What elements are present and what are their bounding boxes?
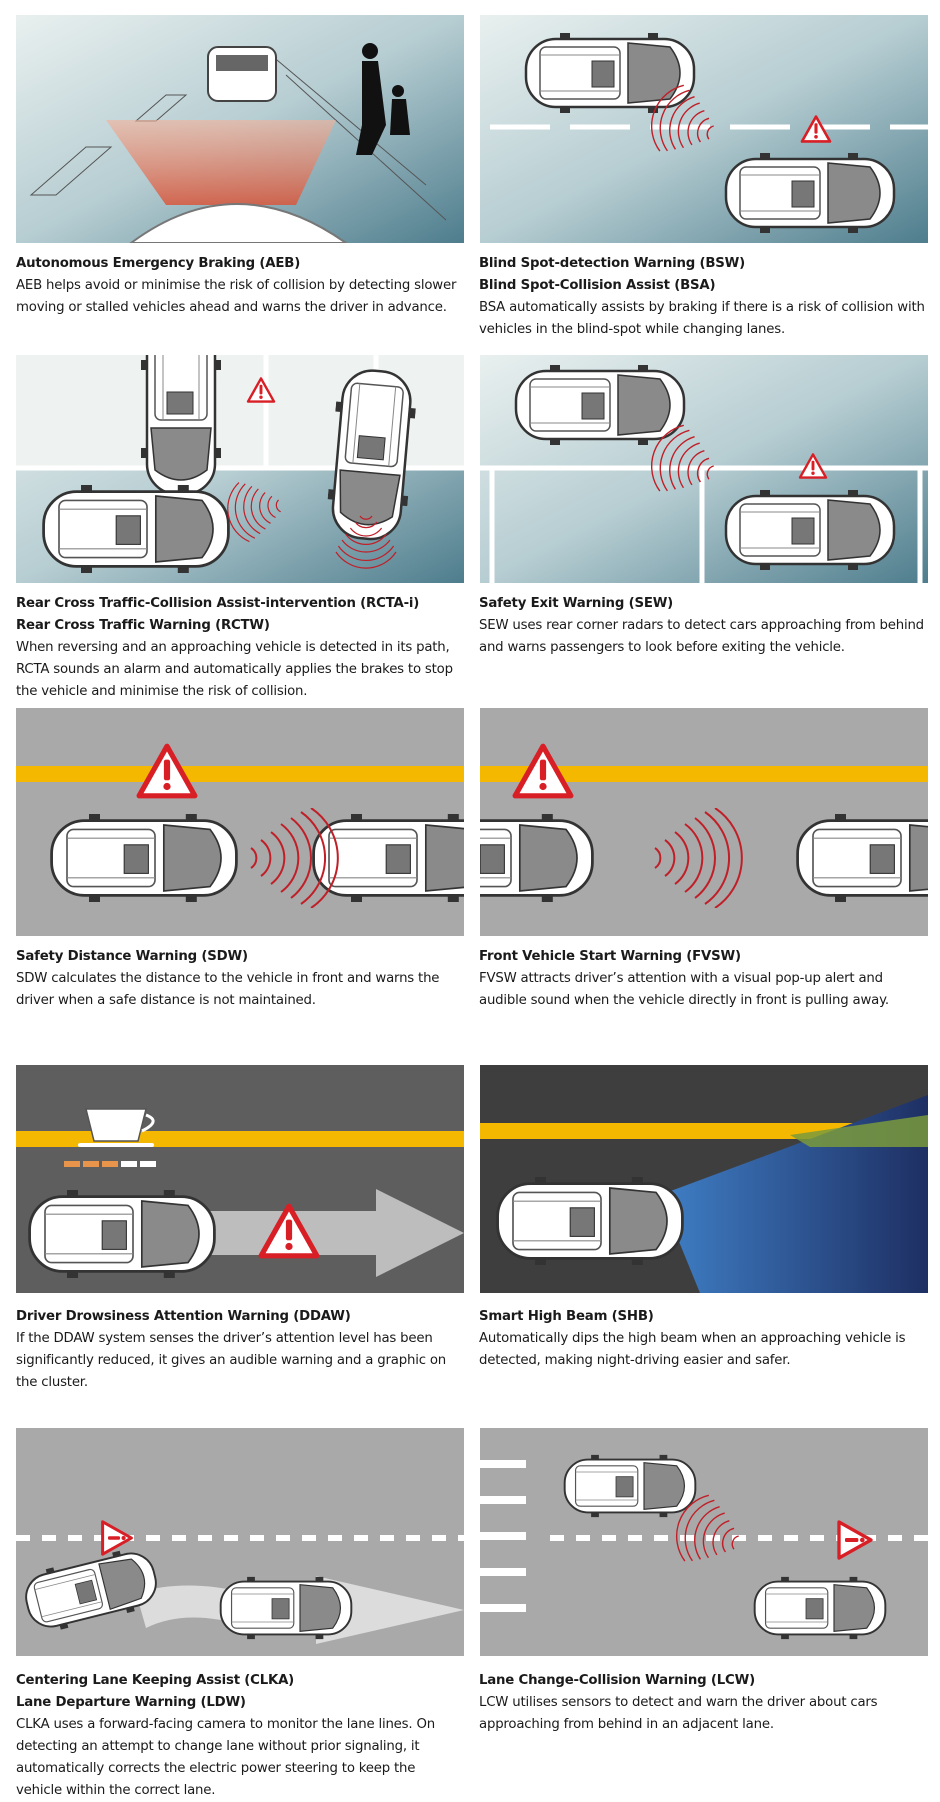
rcta-description: When reversing and an approaching vehicl… bbox=[16, 640, 453, 699]
clka-title: Centering Lane Keeping Assist (CLKA) bbox=[16, 1673, 295, 1688]
aeb-illustration bbox=[16, 15, 464, 243]
lcw-illustration bbox=[480, 1428, 928, 1656]
ddaw-title: Driver Drowsiness Attention Warning (DDA… bbox=[16, 1309, 351, 1324]
shb-caption: Smart High Beam (SHB) Automatically dips… bbox=[479, 1306, 927, 1372]
bsw-title: Blind Spot-detection Warning (BSW) bbox=[479, 256, 746, 271]
shb-illustration bbox=[480, 1065, 928, 1293]
fvsw-description: FVSW attracts driver’s attention with a … bbox=[479, 971, 889, 1008]
bsa-title: Blind Spot-Collision Assist (BSA) bbox=[479, 278, 716, 293]
lcw-title: Lane Change-Collision Warning (LCW) bbox=[479, 1673, 755, 1688]
ldw-title: Lane Departure Warning (LDW) bbox=[16, 1695, 246, 1710]
sew-title: Safety Exit Warning (SEW) bbox=[479, 596, 674, 611]
rcta-caption: Rear Cross Traffic-Collision Assist-inte… bbox=[16, 593, 464, 703]
aeb-caption: Autonomous Emergency Braking (AEB) AEB h… bbox=[16, 253, 464, 319]
ddaw-description: If the DDAW system senses the driver’s a… bbox=[16, 1331, 446, 1390]
fvsw-caption: Front Vehicle Start Warning (FVSW) FVSW … bbox=[479, 946, 927, 1012]
shb-description: Automatically dips the high beam when an… bbox=[479, 1331, 906, 1368]
ddaw-illustration bbox=[16, 1065, 464, 1293]
sew-caption: Safety Exit Warning (SEW) SEW uses rear … bbox=[479, 593, 927, 659]
rcta-title: Rear Cross Traffic-Collision Assist-inte… bbox=[16, 596, 420, 611]
clka-description: CLKA uses a forward-facing camera to mon… bbox=[16, 1717, 435, 1798]
bsw-illustration bbox=[480, 15, 928, 243]
aeb-title: Autonomous Emergency Braking (AEB) bbox=[16, 256, 301, 271]
sdw-illustration bbox=[16, 708, 464, 936]
clka-caption: Centering Lane Keeping Assist (CLKA) Lan… bbox=[16, 1670, 464, 1802]
lcw-description: LCW utilises sensors to detect and warn … bbox=[479, 1695, 878, 1732]
ddaw-caption: Driver Drowsiness Attention Warning (DDA… bbox=[16, 1306, 464, 1394]
fvsw-illustration bbox=[480, 708, 928, 936]
sew-description: SEW uses rear corner radars to detect ca… bbox=[479, 618, 924, 655]
sdw-title: Safety Distance Warning (SDW) bbox=[16, 949, 248, 964]
sdw-caption: Safety Distance Warning (SDW) SDW calcul… bbox=[16, 946, 464, 1012]
bsw-caption: Blind Spot-detection Warning (BSW) Blind… bbox=[479, 253, 927, 341]
rctw-title: Rear Cross Traffic Warning (RCTW) bbox=[16, 618, 270, 633]
clka-illustration bbox=[16, 1428, 464, 1656]
rcta-illustration bbox=[16, 355, 464, 583]
shb-title: Smart High Beam (SHB) bbox=[479, 1309, 654, 1324]
lcw-caption: Lane Change-Collision Warning (LCW) LCW … bbox=[479, 1670, 927, 1736]
sew-illustration bbox=[480, 355, 928, 583]
sdw-description: SDW calculates the distance to the vehic… bbox=[16, 971, 440, 1008]
bsw-description: BSA automatically assists by braking if … bbox=[479, 300, 925, 337]
coffee-cup-icon bbox=[78, 1108, 155, 1147]
fvsw-title: Front Vehicle Start Warning (FVSW) bbox=[479, 949, 741, 964]
aeb-description: AEB helps avoid or minimise the risk of … bbox=[16, 278, 457, 315]
